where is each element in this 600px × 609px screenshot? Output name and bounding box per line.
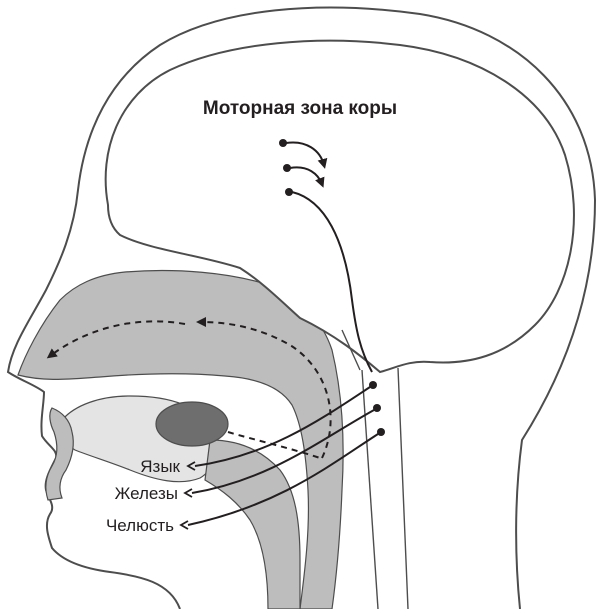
head-outline bbox=[6, 6, 597, 609]
gland-organ bbox=[155, 401, 229, 447]
throat-line bbox=[341, 329, 361, 371]
cortex-signal-arrow-1 bbox=[285, 141, 328, 169]
cortex-dot-3 bbox=[285, 188, 293, 196]
teeth-area bbox=[45, 407, 74, 501]
brain-outline bbox=[104, 39, 575, 374]
nerve-tongue bbox=[194, 386, 371, 467]
cortex-dot-2 bbox=[283, 164, 291, 172]
label-tongue: Язык bbox=[140, 457, 180, 476]
diagram-title: Моторная зона коры bbox=[203, 98, 397, 119]
cortex-dot-1 bbox=[279, 139, 287, 147]
spine-line-left bbox=[361, 369, 379, 609]
spine-line-right bbox=[397, 367, 409, 609]
nerve-end-jaw bbox=[179, 520, 189, 530]
label-jaw: Челюсть bbox=[106, 516, 174, 535]
throat-area bbox=[204, 439, 301, 609]
nerve-jaw bbox=[187, 433, 379, 526]
nerve-glands bbox=[191, 409, 375, 494]
nerve-node-2 bbox=[373, 404, 381, 412]
nerve-node-1 bbox=[369, 381, 377, 389]
airflow-arrow-front bbox=[46, 320, 186, 359]
label-glands: Железы bbox=[115, 484, 178, 503]
airflow-arrow-back bbox=[196, 317, 332, 459]
nerve-end-glands bbox=[183, 488, 193, 498]
nasal-cavity bbox=[17, 269, 344, 609]
nerve-end-tongue bbox=[186, 461, 196, 471]
cortex-signal-arrow-2 bbox=[289, 166, 325, 188]
cortex-signal-arrow-3 bbox=[291, 191, 373, 373]
nerve-node-3 bbox=[377, 428, 385, 436]
